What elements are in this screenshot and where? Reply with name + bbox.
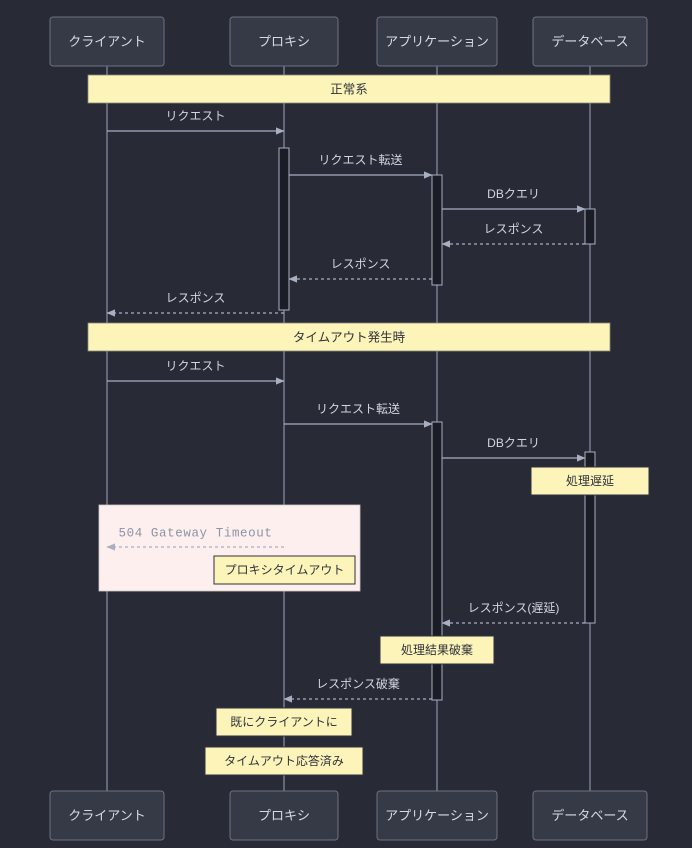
participant-box-client-top[interactable] [49,16,165,67]
note-box-n4 [215,707,353,737]
participant-label-proxy-top: プロキシ [258,34,310,49]
message-label-m10: 504 Gateway Timeout [119,526,273,540]
activation-bar-proxy [278,147,290,311]
note-label-n5: タイムアウト応答済み [224,753,344,768]
participant-box-app-bottom[interactable] [376,790,498,841]
participants-top-group: クライアント プロキシ アプリケーション データベース [49,16,648,67]
section-band-timeout [87,322,611,352]
note-label-n3: 処理結果破棄 [401,642,473,657]
message-label-m5: レスポンス [331,257,391,271]
participant-label-db-bottom: データベース [551,808,628,823]
note-box-n3 [379,635,495,665]
participant-box-db-top[interactable] [532,16,648,67]
participant-box-proxy-top[interactable] [229,16,339,67]
participant-box-app-top[interactable] [376,16,498,67]
activation-bar-app [431,174,443,286]
activation-bar-db [584,208,596,245]
activation-bar-db [584,451,596,624]
message-label-m8: リクエスト転送 [316,401,400,416]
participant-box-proxy-bottom[interactable] [229,790,339,841]
section-band-normal [87,74,611,104]
participant-box-db-bottom[interactable] [532,790,648,841]
message-label-m12: レスポンス破棄 [316,676,400,691]
message-label-m9: DBクエリ [487,436,540,450]
participant-label-db-top: データベース [551,34,628,49]
messages-group: リクエストリクエスト転送DBクエリレスポンスレスポンスレスポンスリクエストリクエ… [106,109,586,703]
participant-label-app-bottom: アプリケーション [385,808,489,823]
section-label-timeout: タイムアウト発生時 [293,330,406,344]
message-label-m1: リクエスト [165,109,225,123]
activation-bars-group [278,147,596,701]
note-label-n1: 処理遅延 [566,474,614,488]
message-label-m3: DBクエリ [487,187,540,201]
note-label-n4: 既にクライアントに [230,715,338,729]
section-label-normal: 正常系 [330,82,368,96]
participant-label-client-bottom: クライアント [68,808,145,823]
participant-label-proxy-bottom: プロキシ [258,808,310,823]
message-label-m2: リクエスト転送 [318,152,402,167]
participant-label-app-top: アプリケーション [385,34,489,49]
note-box-n1 [530,466,650,496]
note-box-n5 [204,746,364,776]
participants-bottom-group: クライアント プロキシ アプリケーション データベース [49,790,648,841]
participant-label-client-top: クライアント [68,34,145,49]
note-box-n2 [213,555,356,585]
message-label-m4: レスポンス [484,222,544,236]
note-label-n2: プロキシタイムアウト [225,563,345,577]
message-label-m7: リクエスト [165,359,225,373]
message-label-m6: レスポンス [166,291,226,305]
activation-bar-app [431,421,443,701]
participant-box-client-bottom[interactable] [49,790,165,841]
message-label-m11: レスポンス(遅延) [468,601,560,615]
